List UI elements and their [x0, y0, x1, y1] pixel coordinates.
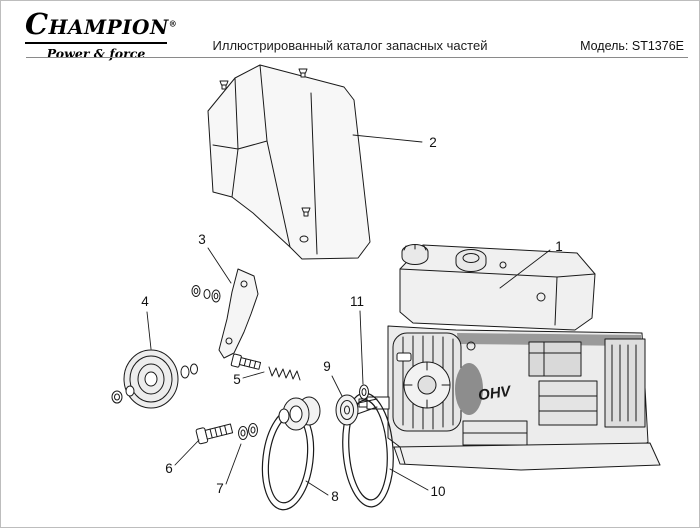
- exploded-parts-diagram: OHV: [111, 64, 661, 511]
- catalog-title: Иллюстрированный каталог запасных частей: [212, 38, 488, 53]
- callout-10-leader: [389, 468, 429, 491]
- callouts: 1 2 3 4 5: [141, 134, 563, 504]
- callout-7: 7: [216, 443, 242, 496]
- callout-7-leader: [225, 443, 242, 485]
- header-divider: [26, 57, 688, 58]
- callout-8-label: 8: [331, 489, 339, 504]
- callout-2: 2: [352, 134, 437, 150]
- callout-3-leader: [207, 247, 232, 284]
- callout-9-leader: [331, 375, 343, 397]
- callout-8-leader: [305, 480, 329, 496]
- pulley-4-drawing: [111, 349, 198, 409]
- header: CHAMPION® Power & force Иллюстрированный…: [1, 1, 699, 61]
- double-pulley-drawing: [278, 396, 321, 431]
- engine-badge: OHV: [477, 383, 514, 405]
- callout-2-label: 2: [429, 135, 437, 150]
- callout-11-label: 11: [350, 294, 364, 309]
- callout-5: 5: [233, 371, 265, 387]
- callout-4: 4: [141, 294, 152, 350]
- callout-1-label: 1: [555, 239, 563, 254]
- cover-bolt-icon: [301, 207, 311, 217]
- callout-7-label: 7: [216, 481, 224, 496]
- callout-1-leader: [499, 249, 551, 289]
- brand-text: CHAMPION: [25, 7, 169, 41]
- pulley-9-drawing: [335, 394, 378, 426]
- callout-10-label: 10: [430, 484, 445, 499]
- callout-6-leader: [174, 439, 200, 466]
- callout-5-leader: [242, 371, 265, 379]
- callout-11-leader: [359, 310, 364, 385]
- callout-8: 8: [305, 480, 339, 504]
- belt-cover-drawing: [207, 64, 371, 260]
- callout-5-label: 5: [233, 372, 241, 387]
- bolt-6-drawing: [195, 423, 234, 445]
- callout-9: 9: [323, 359, 343, 397]
- callout-9-label: 9: [323, 359, 331, 374]
- bracket-hardware-drawing: [191, 285, 221, 303]
- callout-4-label: 4: [141, 294, 149, 309]
- callout-3: 3: [198, 232, 232, 284]
- callout-3-label: 3: [198, 232, 206, 247]
- champion-logo: CHAMPION® Power & force: [25, 7, 177, 61]
- cover-bolt-icon: [298, 68, 308, 78]
- callout-2-leader: [352, 134, 423, 143]
- callout-6: 6: [165, 439, 200, 476]
- spacer-11-drawing: [359, 384, 369, 400]
- callout-10: 10: [389, 468, 446, 499]
- bracket-drawing: [218, 268, 259, 359]
- bolt-5-drawing: [230, 353, 262, 370]
- cover-bolt-icon: [219, 80, 229, 90]
- callout-6-label: 6: [165, 461, 173, 476]
- engine-drawing: OHV: [358, 244, 661, 471]
- model-label: Модель: ST1376E: [580, 39, 684, 53]
- callout-1: 1: [499, 239, 563, 289]
- callout-11: 11: [350, 294, 364, 385]
- spring-drawing: [268, 366, 301, 381]
- registered-mark: ®: [168, 18, 178, 29]
- callout-4-leader: [146, 311, 152, 350]
- brand-name: CHAMPION®: [25, 7, 177, 44]
- washers-7-drawing: [238, 423, 258, 440]
